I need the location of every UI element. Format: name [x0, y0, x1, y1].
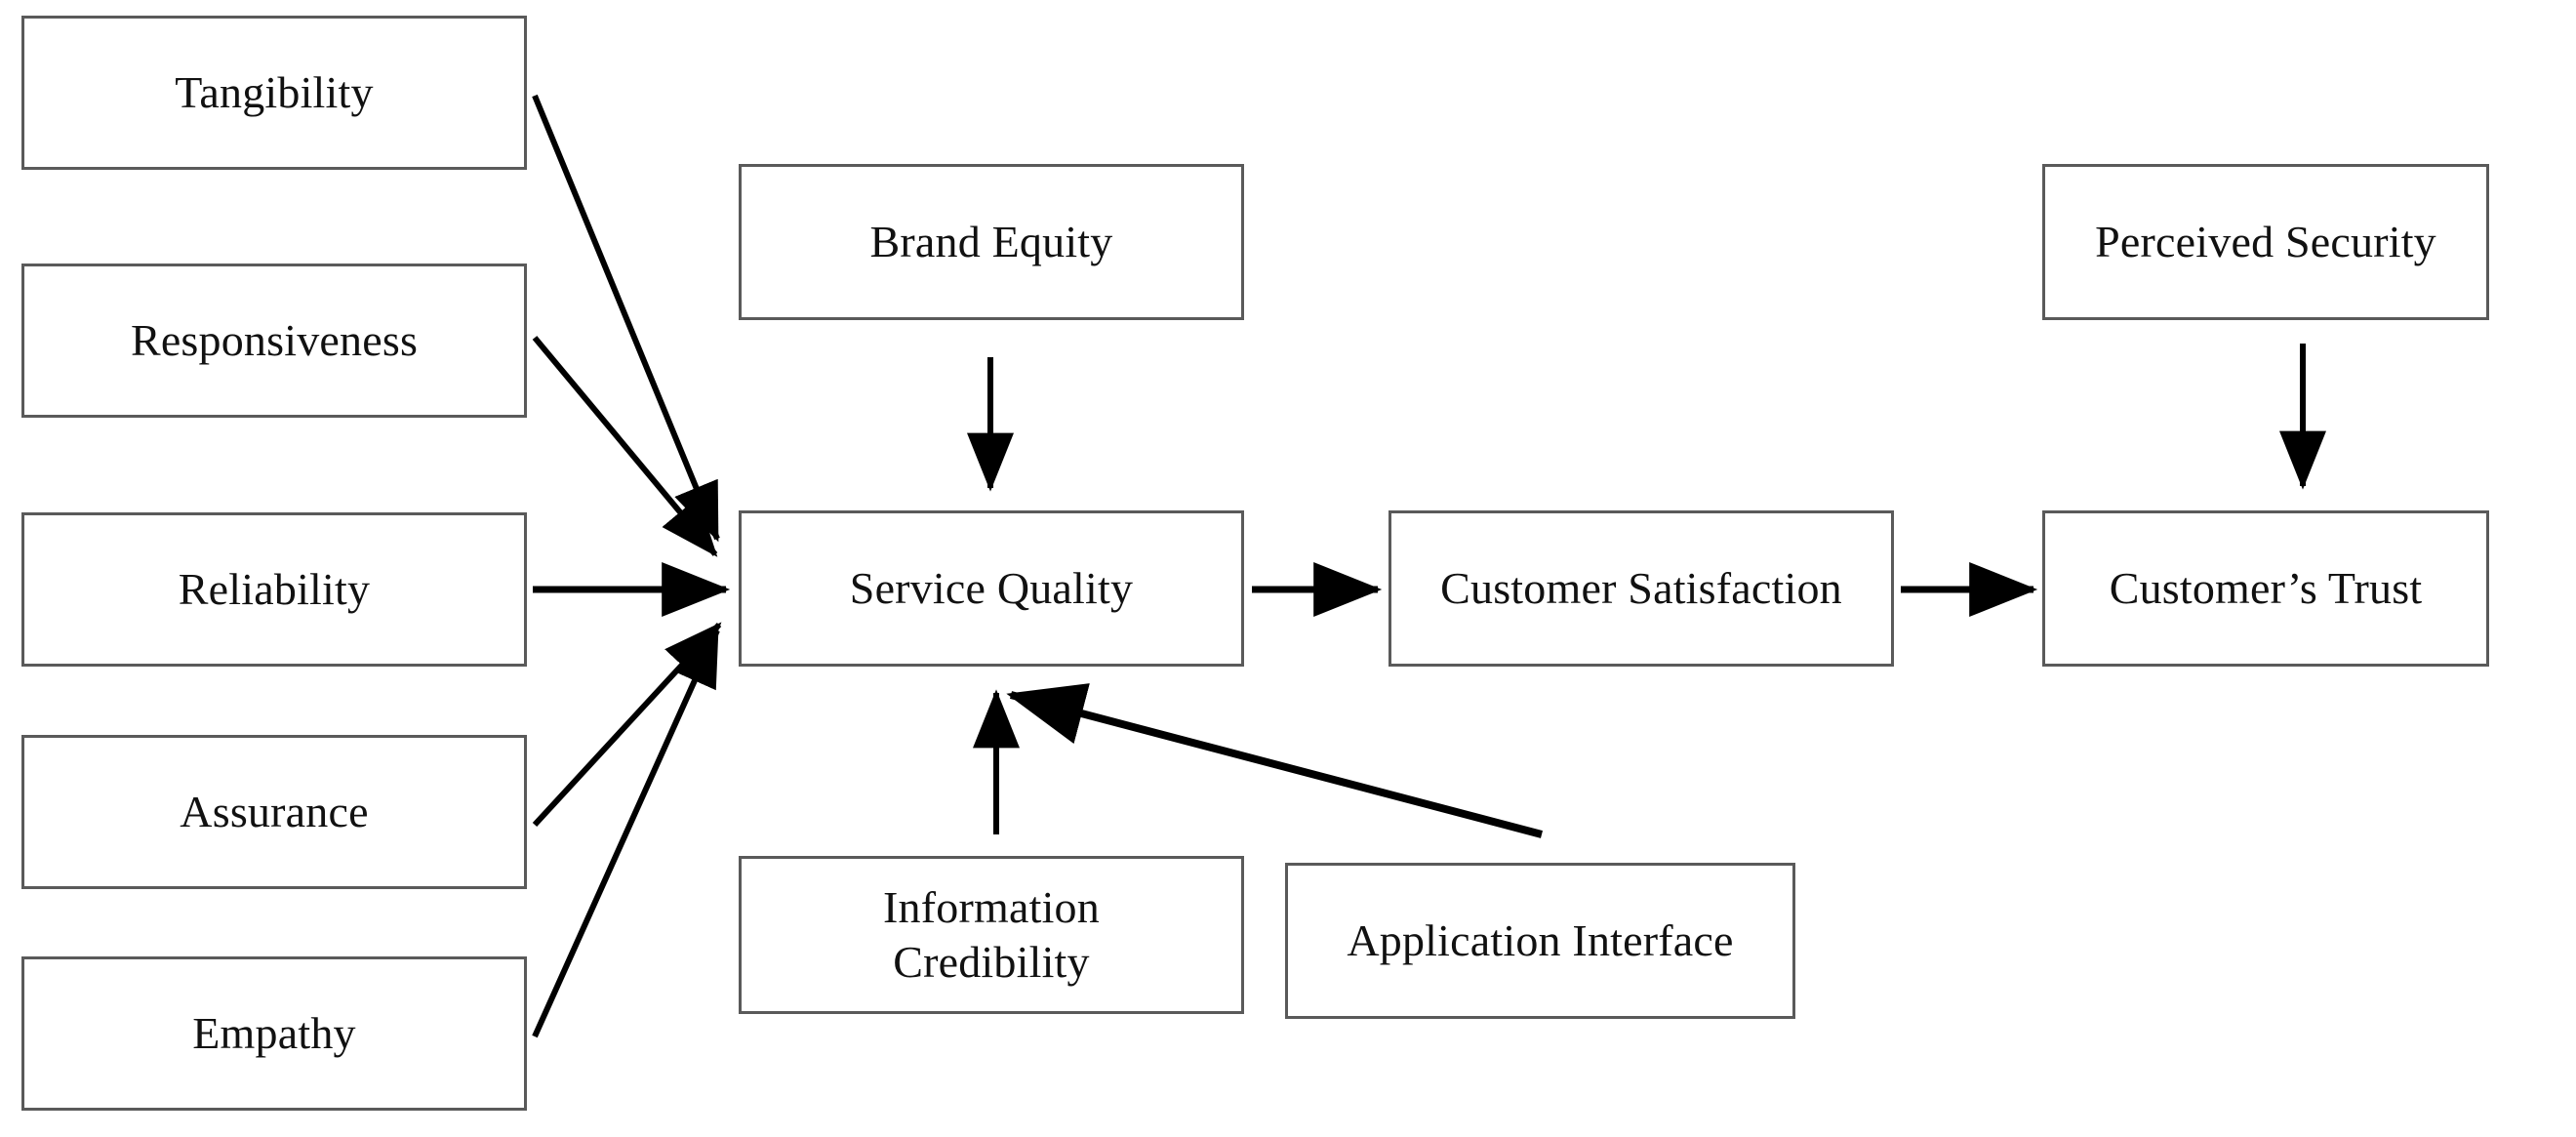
- edge-application-interface-to-service-quality: [1006, 683, 1544, 838]
- node-label: Tangibility: [175, 66, 374, 117]
- node-label: Empathy: [192, 1007, 356, 1058]
- edge-assurance-to-service-quality: [532, 622, 722, 828]
- edge-empathy-to-service-quality: [532, 627, 720, 1038]
- node-label: Customer Satisfaction: [1440, 562, 1842, 613]
- node-label: Application Interface: [1347, 914, 1734, 965]
- node-label: Assurance: [180, 786, 369, 836]
- node-application-interface[interactable]: Application Interface: [1285, 863, 1795, 1019]
- edge-responsiveness-to-service-quality: [532, 336, 718, 557]
- node-responsiveness[interactable]: Responsiveness: [21, 264, 527, 418]
- node-label: Perceived Security: [2095, 216, 2436, 266]
- node-empathy[interactable]: Empathy: [21, 956, 527, 1111]
- node-label: Responsiveness: [130, 314, 419, 365]
- node-tangibility[interactable]: Tangibility: [21, 16, 527, 170]
- node-service-quality[interactable]: Service Quality: [739, 510, 1244, 667]
- node-perceived-security[interactable]: Perceived Security: [2042, 164, 2489, 320]
- node-brand-equity[interactable]: Brand Equity: [739, 164, 1244, 320]
- node-label: Customer’s Trust: [2109, 562, 2423, 613]
- node-reliability[interactable]: Reliability: [21, 512, 527, 667]
- node-assurance[interactable]: Assurance: [21, 735, 527, 889]
- node-label: Reliability: [178, 563, 371, 614]
- node-customer-satisfaction[interactable]: Customer Satisfaction: [1389, 510, 1894, 667]
- edge-tangibility-to-service-quality: [532, 94, 720, 543]
- node-label: Brand Equity: [869, 216, 1113, 266]
- node-customers-trust[interactable]: Customer’s Trust: [2042, 510, 2489, 667]
- node-label: Service Quality: [849, 562, 1134, 613]
